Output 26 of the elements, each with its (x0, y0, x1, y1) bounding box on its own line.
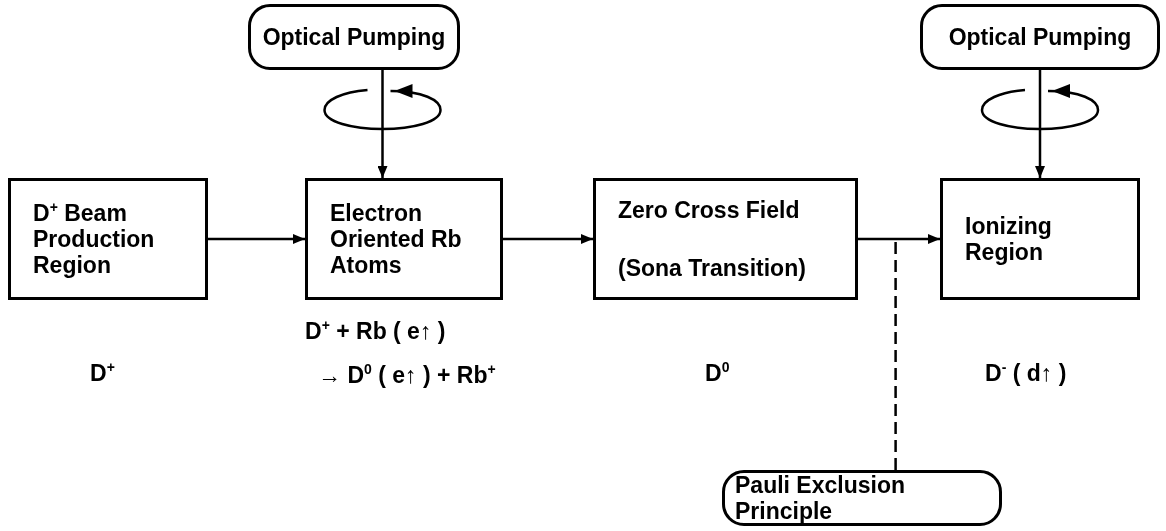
box-label: Zero Cross Field (618, 197, 800, 223)
arrow (503, 234, 593, 244)
process-box (940, 178, 1140, 300)
leader-line (894, 242, 897, 470)
box-label: (Sona Transition) (618, 255, 806, 281)
rounded-box (920, 4, 1160, 70)
process-box (8, 178, 208, 300)
box-label: Optical Pumping (948, 24, 1132, 50)
formula-label: D$^{+}$ + Rb ( e↑ ) (305, 318, 446, 345)
rounded-box (248, 4, 460, 70)
formula-label: D$^{-}$ ( d↑ ) (985, 360, 1067, 387)
arrow (1035, 70, 1045, 178)
process-box (593, 178, 858, 300)
box-label: D$^{+}$ Beam Production Region (33, 200, 156, 278)
formula-label: D$^{+}$ (90, 360, 115, 387)
box-label: Optical Pumping (262, 24, 446, 50)
box-label: Pauli Exclusion Principle (735, 472, 906, 524)
process-box (305, 178, 503, 300)
box-label: Ionizing Region (965, 213, 1053, 265)
formula-label: D$^{0}$ (705, 360, 730, 387)
formula-label: → D$^{0}$ ( e↑ ) + Rb$^{+}$ (318, 362, 496, 389)
arrow (208, 234, 305, 244)
arrow (858, 234, 940, 244)
arrow (377, 70, 388, 178)
rounded-box (722, 470, 1002, 526)
box-label: Electron Oriented Rb Atoms (330, 200, 463, 278)
